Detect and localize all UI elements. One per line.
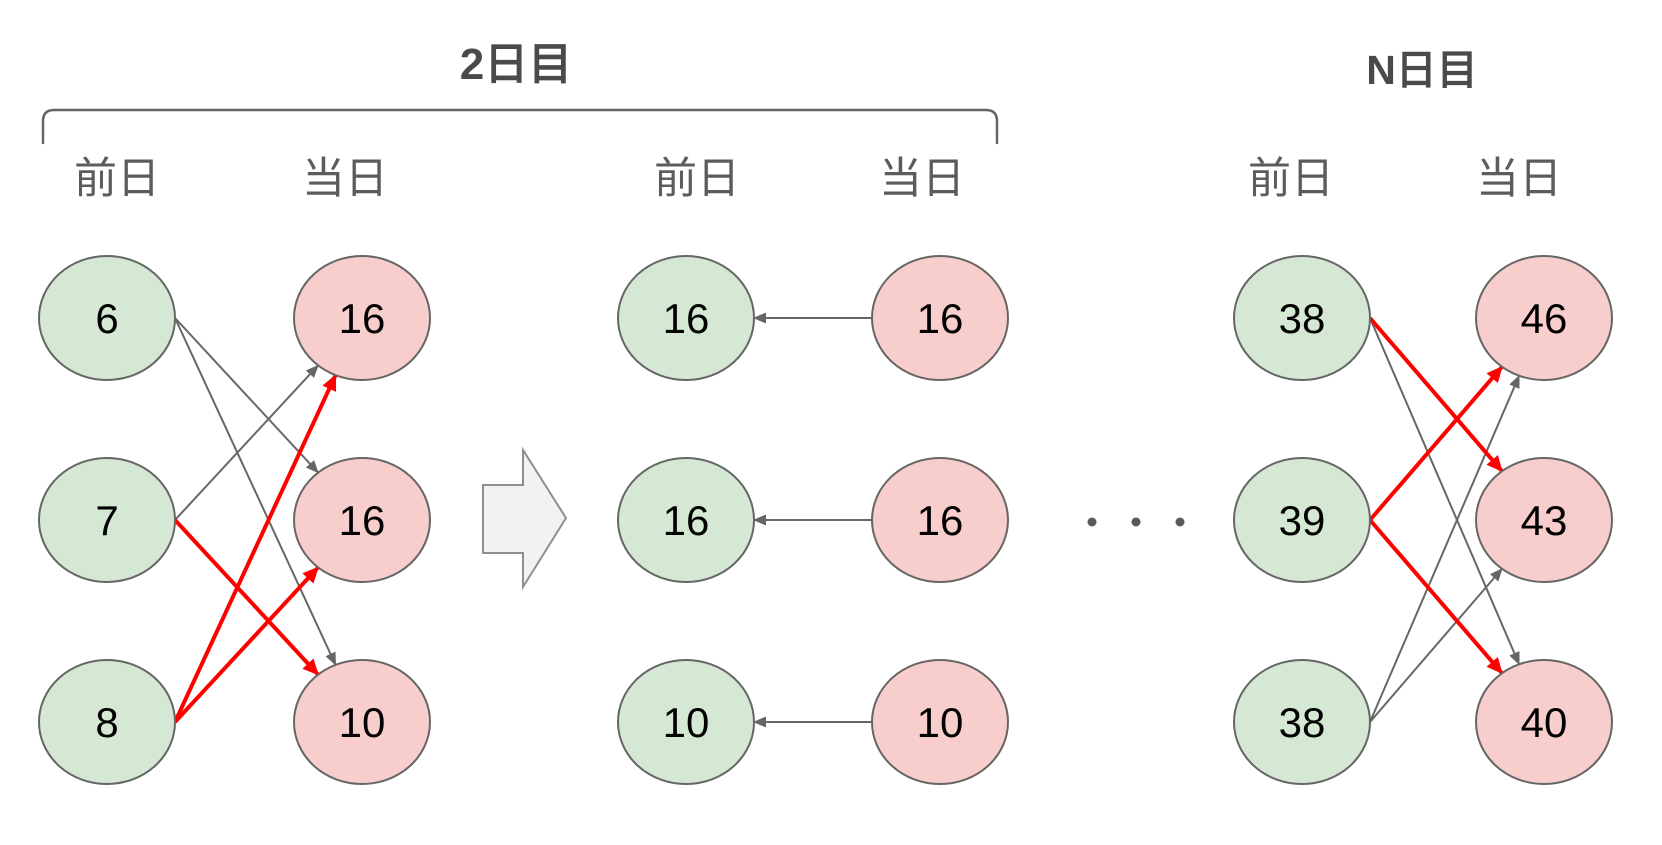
step-arrow-icon	[482, 446, 568, 591]
transition-edge-red	[173, 518, 320, 676]
transition-edge-gray	[174, 364, 319, 521]
transition-edge-red	[1368, 518, 1504, 675]
node-value: 6	[95, 295, 118, 342]
current-day-node	[1475, 255, 1613, 381]
prev-day-node	[617, 255, 755, 381]
node-value: 7	[95, 497, 118, 544]
nodes-layer: 6 7 8 16 16 10 16 16 10 16 16 10 38 39 38 46 43 40	[38, 255, 1613, 785]
transition-edge-gray	[174, 317, 319, 474]
transition-edge-red	[1368, 316, 1504, 473]
group3-prev-header: 前日	[1248, 155, 1334, 203]
transition-edge-gray	[1369, 568, 1503, 723]
ellipsis-dots	[1087, 517, 1185, 527]
current-day-node	[871, 659, 1009, 785]
node-value: 40	[1521, 699, 1568, 746]
node-value: 8	[95, 699, 118, 746]
node-value: 16	[917, 497, 964, 544]
node-value: 38	[1279, 295, 1326, 342]
prev-day-node	[617, 457, 755, 583]
group1-prev-header: 前日	[74, 155, 160, 203]
node-value: 39	[1279, 497, 1326, 544]
prev-day-node	[1233, 457, 1371, 583]
ellipsis-dot-icon	[1087, 517, 1097, 527]
transition-edge-gray	[1369, 317, 1521, 666]
node-value: 10	[663, 699, 710, 746]
transition-edge-red	[173, 374, 338, 723]
group1-cur-header: 当日	[302, 155, 388, 203]
current-day-node	[293, 457, 431, 583]
node-value: 16	[917, 295, 964, 342]
group3-cur-header: 当日	[1476, 155, 1562, 203]
node-value: 16	[339, 295, 386, 342]
prev-day-node	[38, 255, 176, 381]
node-value: 46	[1521, 295, 1568, 342]
node-value: 16	[663, 497, 710, 544]
ellipsis-dot-icon	[1131, 517, 1141, 527]
transition-edge-red	[173, 566, 320, 724]
dayN-title: N日目	[1366, 47, 1478, 93]
ellipsis-dot-icon	[1175, 517, 1185, 527]
node-value: 38	[1279, 699, 1326, 746]
group2-cur-header: 当日	[879, 155, 965, 203]
transition-edge-red	[1368, 365, 1504, 522]
node-value: 43	[1521, 497, 1568, 544]
current-day-node	[871, 457, 1009, 583]
prev-day-node	[38, 659, 176, 785]
prev-day-node	[1233, 255, 1371, 381]
prev-day-node	[1233, 659, 1371, 785]
group2-prev-header: 前日	[654, 155, 740, 203]
node-value: 16	[339, 497, 386, 544]
current-day-node	[293, 659, 431, 785]
current-day-node	[871, 255, 1009, 381]
node-value: 10	[339, 699, 386, 746]
node-value: 10	[917, 699, 964, 746]
prev-day-node	[617, 659, 755, 785]
transition-edge-gray	[174, 317, 337, 666]
prev-day-node	[38, 457, 176, 583]
current-day-node	[293, 255, 431, 381]
day2-title: 2日目	[460, 40, 572, 89]
transition-edge-gray	[1369, 374, 1521, 723]
current-day-node	[1475, 659, 1613, 785]
current-day-node	[1475, 457, 1613, 583]
edges-layer	[173, 312, 1521, 728]
day2-bracket	[41, 108, 999, 145]
node-value: 16	[663, 295, 710, 342]
